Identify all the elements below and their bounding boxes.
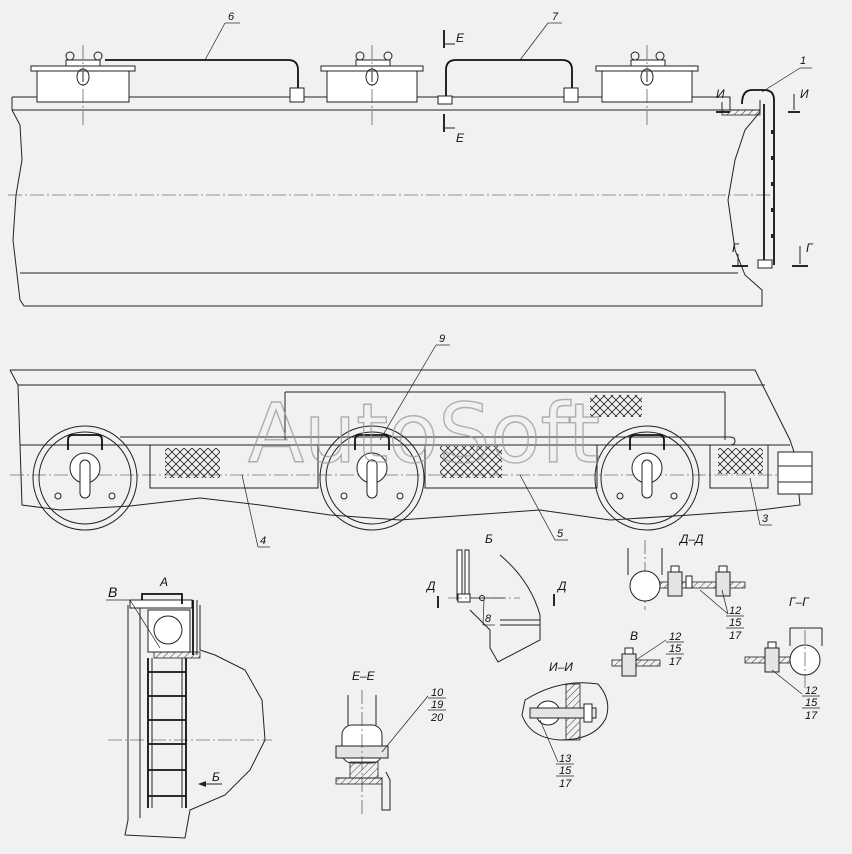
- svg-text:Е: Е: [456, 131, 465, 145]
- section-ee: Е–Е: [335, 669, 391, 815]
- part-number-13: 13: [559, 753, 572, 765]
- svg-text:И: И: [800, 87, 809, 101]
- part-number-17: 17: [559, 778, 572, 790]
- handrail-6: [105, 59, 299, 92]
- hatch-end: [32, 425, 138, 531]
- part-number-20: 20: [430, 712, 444, 724]
- part-number-10: 10: [431, 687, 444, 699]
- part-number-15: 15: [669, 643, 682, 655]
- view-title-b: Б: [485, 532, 493, 546]
- svg-text:И: И: [716, 87, 725, 101]
- part-number-12: 12: [805, 685, 817, 697]
- part-number-17: 17: [669, 656, 682, 668]
- box-5: [424, 444, 598, 489]
- section-dd: Д–Д: [627, 532, 746, 610]
- view-v: В: [611, 629, 661, 677]
- view-a: А В Б: [106, 575, 272, 839]
- hatch-lid: [595, 45, 699, 125]
- section-title-ii: И–И: [549, 660, 573, 674]
- side-view: [9, 369, 813, 531]
- section-mark-g: Г Г: [732, 241, 814, 267]
- view-b: Б Д Д: [425, 532, 567, 663]
- svg-text:Г: Г: [732, 241, 740, 255]
- ladder: [147, 658, 187, 808]
- part-number-15: 15: [729, 617, 742, 629]
- svg-text:Д: Д: [556, 579, 567, 593]
- part-number-17: 17: [805, 710, 818, 722]
- part-number-5: 5: [557, 528, 564, 540]
- section-title-gg: Г–Г: [789, 595, 810, 609]
- part-number-12: 12: [669, 631, 681, 643]
- section-title-ee: Е–Е: [352, 669, 376, 683]
- svg-text:Е: Е: [456, 31, 465, 45]
- part-number-1: 1: [800, 55, 806, 67]
- part-number-4: 4: [260, 535, 266, 547]
- part-number-7: 7: [552, 11, 559, 23]
- part-number-9: 9: [439, 333, 445, 345]
- handrail-7: [445, 59, 573, 100]
- hatch-lid: [320, 45, 424, 125]
- section-mark-i: И И: [716, 87, 809, 113]
- svg-text:Д: Д: [425, 579, 436, 593]
- part-number-17: 17: [729, 630, 742, 642]
- section-mark-d: Д Д: [425, 579, 567, 608]
- mark-b: Б: [212, 770, 220, 784]
- section-ii: И–И: [521, 660, 609, 741]
- svg-text:Г: Г: [806, 241, 814, 255]
- box-4: [149, 444, 319, 489]
- callouts: 1 6 7 9 4 5 3 8 12 15 17 12: [204, 11, 820, 790]
- part-number-15: 15: [805, 697, 818, 709]
- ladder-1: [721, 89, 775, 269]
- hatch-end: [319, 425, 425, 531]
- section-gg: Г–Г: [744, 595, 823, 690]
- view-title-a: А: [159, 575, 168, 589]
- part-number-15: 15: [559, 765, 572, 777]
- part-number-3: 3: [762, 513, 769, 525]
- part-number-6: 6: [228, 11, 235, 23]
- part-number-8: 8: [485, 613, 492, 625]
- mark-v: В: [108, 584, 117, 600]
- view-title-v: В: [630, 629, 638, 643]
- part-number-19: 19: [431, 699, 443, 711]
- hatch-end: [594, 425, 700, 531]
- top-view: Е Е И И Г Г: [8, 30, 814, 307]
- part-number-12: 12: [729, 605, 741, 617]
- box-3: [709, 444, 769, 489]
- hatch-lid: [30, 45, 136, 125]
- section-mark-e: Е Е: [443, 30, 465, 145]
- section-title-dd: Д–Д: [678, 532, 704, 546]
- watermark: AutoSoft: [248, 387, 600, 482]
